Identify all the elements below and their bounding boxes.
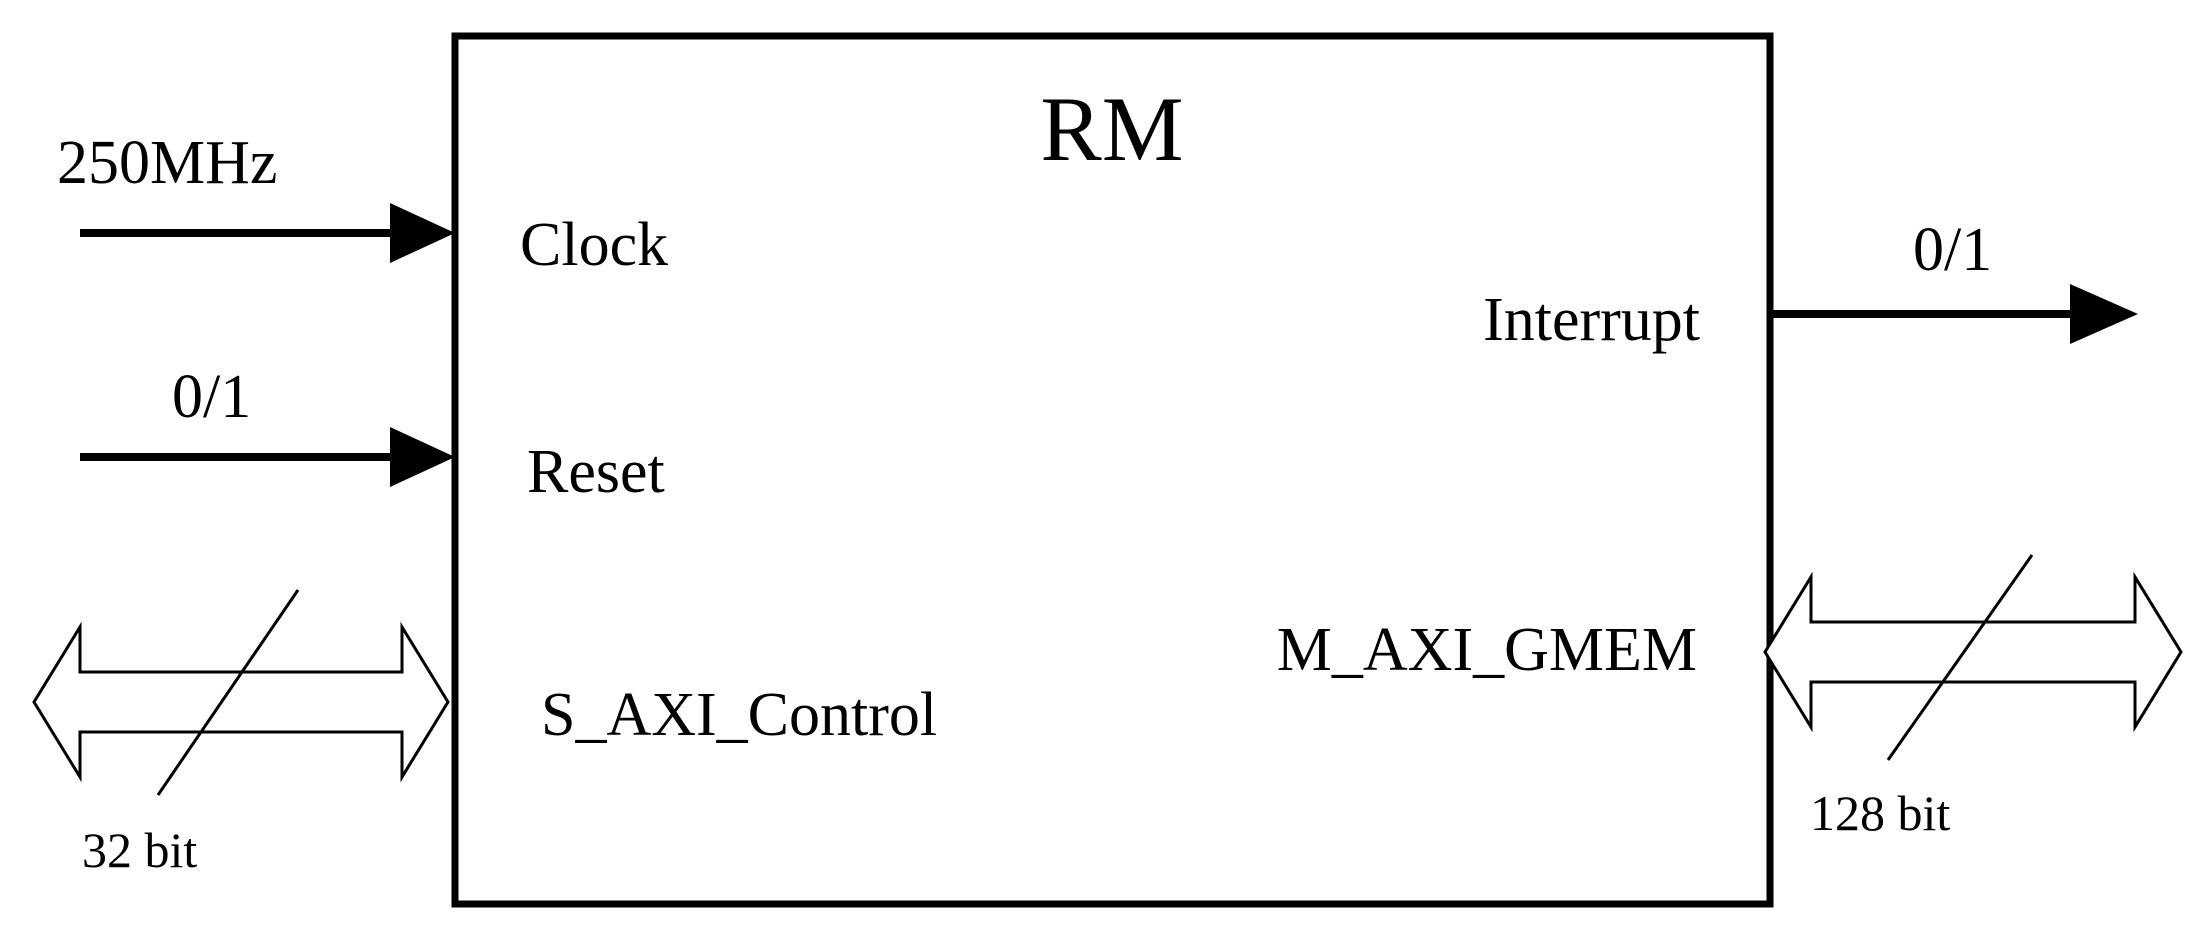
m-axi-port-label: M_AXI_GMEM [1277,616,1697,684]
module-box [451,32,1774,908]
s-axi-bus-arrow [32,589,450,796]
s-axi-port-label: S_AXI_Control [541,681,937,749]
clock-input-arrow [80,203,455,263]
interrupt-output-arrow [1770,284,2138,344]
clock-port-label: Clock [520,211,668,279]
clock-signal-label: 250MHz [57,129,277,197]
module-title: RM [1040,78,1183,180]
s-axi-bus-width: 32 bit [82,822,197,878]
reset-port-label: Reset [527,438,665,506]
reset-signal-label: 0/1 [172,363,251,431]
interrupt-port-label: Interrupt [1483,286,1700,354]
reset-input-arrow [80,427,455,487]
m-axi-bus-width: 128 bit [1810,785,1950,841]
interrupt-signal-label: 0/1 [1913,216,1992,284]
m-axi-bus-arrow [1763,554,2183,761]
